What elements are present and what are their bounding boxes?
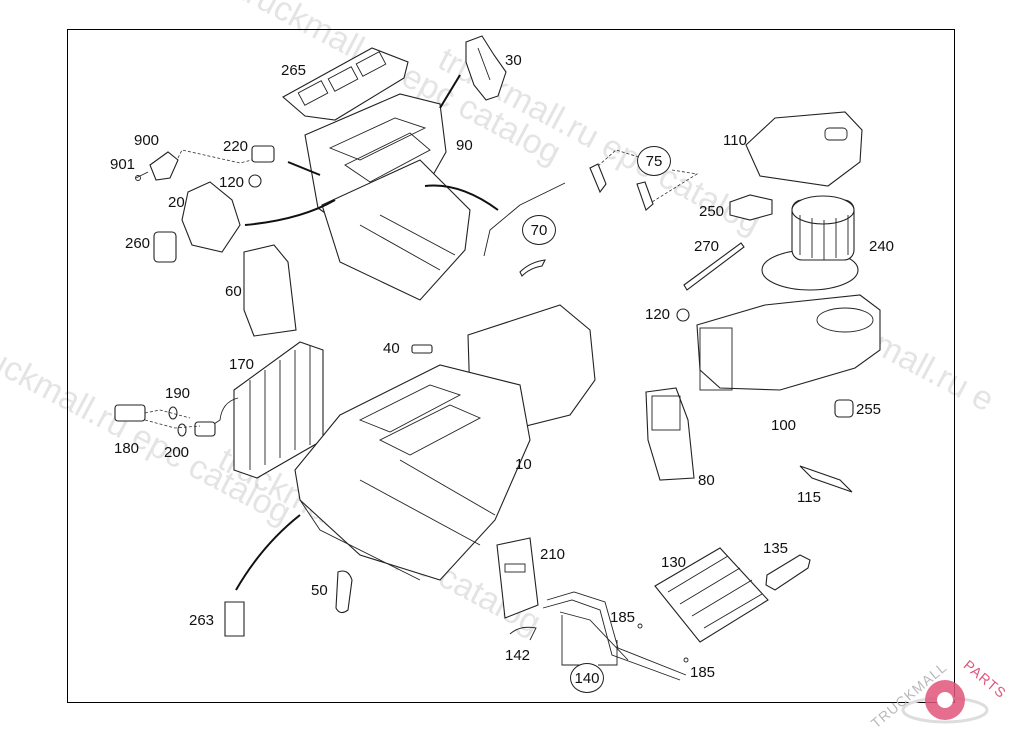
truckmall-logo [901, 680, 989, 724]
callout-50: 50 [311, 582, 328, 599]
callout-210: 210 [540, 546, 566, 563]
part-10-main-housing [294, 304, 596, 581]
part-142-clip [509, 626, 537, 641]
callout-170: 170 [229, 356, 255, 373]
callout-140-circled: 140 [570, 663, 604, 693]
part-100-blower-housing [696, 294, 881, 391]
part-fitting [194, 421, 216, 437]
callout-185-a: 185 [610, 609, 636, 626]
callout-40: 40 [383, 340, 400, 357]
callout-90: 90 [456, 137, 473, 154]
part-90-upper-housing [304, 93, 471, 301]
callout-70-circled: 70 [522, 215, 556, 245]
callout-255: 255 [856, 401, 882, 418]
callout-75-circled: 75 [637, 146, 671, 176]
callout-260: 260 [125, 235, 151, 252]
part-60-duct [243, 244, 297, 337]
part-140-pipes [542, 591, 687, 681]
part-263-bracket [224, 601, 245, 637]
part-20-servo [181, 181, 241, 253]
part-901-pin [135, 171, 149, 181]
part-185b-oring [683, 657, 689, 663]
callout-115: 115 [797, 489, 821, 506]
callout-240: 240 [869, 238, 895, 255]
part-185a-oring [637, 623, 643, 629]
part-50-clamp [335, 570, 353, 614]
part-270-strip [683, 242, 745, 291]
part-200-oring [177, 423, 187, 437]
part-190-oring [168, 406, 178, 420]
part-180-expansion-valve [114, 404, 146, 422]
callout-901: 901 [110, 156, 136, 173]
callout-60: 60 [225, 283, 242, 300]
part-120b-grommet [676, 308, 690, 322]
part-210-cover [496, 537, 539, 619]
callout-120-b: 120 [645, 306, 671, 323]
callout-220: 220 [223, 138, 249, 155]
callout-80: 80 [698, 472, 715, 489]
callout-110: 110 [723, 132, 747, 149]
callout-185-b: 185 [690, 664, 716, 681]
part-70-rod [483, 182, 566, 277]
callout-130: 130 [661, 554, 687, 571]
part-120a-grommet [248, 174, 262, 188]
callout-200: 200 [164, 444, 190, 461]
part-220-sensor [251, 145, 275, 163]
part-115-clip [799, 465, 853, 493]
part-75-levers [589, 149, 699, 211]
callout-20: 20 [168, 194, 185, 211]
part-900-connector [149, 151, 179, 181]
callout-135: 135 [763, 540, 789, 557]
part-240-blower-motor [761, 195, 859, 291]
callout-180: 180 [114, 440, 140, 457]
part-260-connector [153, 231, 177, 263]
part-110-blower-cover [745, 111, 863, 187]
part-250-regulator [729, 194, 773, 221]
callout-30: 30 [505, 52, 522, 69]
callout-100: 100 [771, 417, 797, 434]
callout-190: 190 [165, 385, 191, 402]
callout-250: 250 [699, 203, 725, 220]
part-135-plate [765, 554, 811, 591]
part-30-bracket [465, 35, 507, 101]
callout-900: 900 [134, 132, 160, 149]
callout-270: 270 [694, 238, 720, 255]
part-255-bushing [834, 399, 854, 418]
part-40-screw [411, 344, 433, 354]
callout-263: 263 [189, 612, 215, 629]
part-80-actuator [645, 387, 695, 481]
callout-10: 10 [515, 456, 532, 473]
callout-142: 142 [505, 647, 531, 664]
diagram-frame [67, 29, 955, 703]
callout-120: 120 [219, 174, 245, 191]
callout-265: 265 [281, 62, 307, 79]
part-130-heater-core [654, 547, 769, 643]
part-265-filter-frame [282, 47, 409, 121]
